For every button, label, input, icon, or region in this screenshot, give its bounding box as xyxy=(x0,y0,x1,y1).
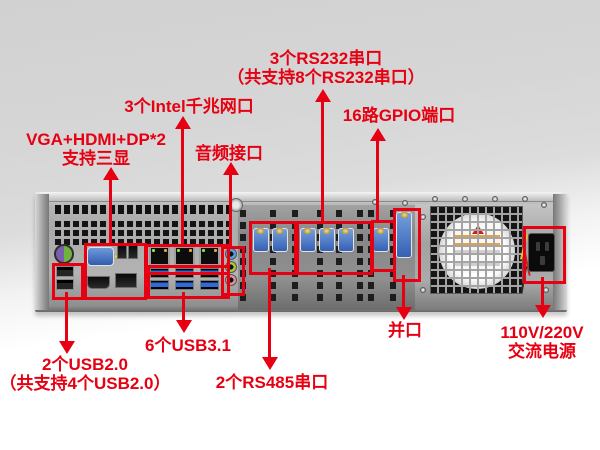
annotation-line-parallel xyxy=(402,275,405,308)
rs232-serial-port xyxy=(318,228,335,266)
ac-power-inlet xyxy=(528,233,555,272)
label-line: 110V/220V xyxy=(500,323,584,342)
label-line: 6个USB3.1 xyxy=(145,336,231,355)
screw xyxy=(541,202,547,208)
vent-dash-row xyxy=(55,205,231,214)
annotation-box-power xyxy=(523,226,566,284)
label-gpio-port: 16路GPIO端口 xyxy=(343,106,455,125)
label-lan-ports: 3个Intel千兆网口 xyxy=(124,97,253,116)
label-rs485-ports: 2个RS485串口 xyxy=(216,373,328,392)
annotation-line-display xyxy=(109,179,112,243)
label-parallel-port: 并口 xyxy=(388,321,422,340)
usb3-port xyxy=(150,280,169,290)
arrow-up-icon xyxy=(103,167,119,180)
annotation-box-audio xyxy=(221,246,245,296)
slot-vent xyxy=(270,210,276,306)
label-usb3-ports: 6个USB3.1 xyxy=(145,336,231,355)
gpio-port xyxy=(372,228,389,266)
label-ac-power: 110V/220V 交流电源 xyxy=(500,323,583,361)
label-line: 并口 xyxy=(388,321,422,340)
arrow-down-icon xyxy=(396,307,412,320)
annotation-box-rs485 xyxy=(249,221,297,275)
label-line: 2个USB2.0 xyxy=(42,355,128,374)
label-line: 音频接口 xyxy=(195,144,263,163)
screw xyxy=(492,196,498,202)
label-line: 支持三显 xyxy=(61,149,130,168)
annotation-box-usb3 xyxy=(147,265,230,299)
annotation-box-display xyxy=(84,243,147,300)
arrow-up-icon xyxy=(315,89,331,102)
parallel-port xyxy=(395,212,413,274)
label-usb2-ports: 2个USB2.0 （共支持4个USB2.0） xyxy=(0,355,170,393)
label-line: 交流电源 xyxy=(507,342,576,361)
chassis-left-wall xyxy=(35,194,49,310)
chassis-top-flange xyxy=(40,192,562,202)
arrow-up-icon xyxy=(223,162,239,175)
arrow-down-icon xyxy=(535,305,551,318)
screw xyxy=(462,196,468,202)
annotation-line-rs232 xyxy=(321,101,324,221)
usb2-port xyxy=(56,279,74,290)
annotation-line-rs485 xyxy=(268,268,271,358)
screw xyxy=(432,196,438,202)
usb3-port xyxy=(175,280,194,290)
arrow-down-icon xyxy=(262,357,278,370)
usb3-port xyxy=(200,280,219,290)
annotation-line-audio xyxy=(229,174,232,246)
annotation-box-lan xyxy=(145,244,230,275)
arrow-up-icon xyxy=(370,128,386,141)
slot-vent xyxy=(317,210,323,306)
label-rs232-ports: 3个RS232串口 （共支持8个RS232串口） xyxy=(227,49,424,87)
label-line: 3个RS232串口 xyxy=(269,49,383,68)
rs485-serial-port xyxy=(271,228,288,266)
label-line: 16路GPIO端口 xyxy=(342,106,456,125)
usb2-port xyxy=(56,266,74,277)
rs232-serial-port xyxy=(337,228,354,266)
label-line: 2个RS485串口 xyxy=(215,373,329,392)
screw xyxy=(402,200,408,206)
slot-vent xyxy=(357,210,363,306)
slot-vent xyxy=(336,210,342,306)
label-line: （共支持4个USB2.0） xyxy=(0,374,171,393)
grille-mesh xyxy=(431,207,522,293)
ethernet-port xyxy=(174,246,195,266)
screw xyxy=(522,196,528,202)
annotation-line-power xyxy=(541,277,544,306)
rs232-serial-port xyxy=(299,228,316,266)
annotation-line-usb2 xyxy=(65,292,68,342)
annotation-line-usb3 xyxy=(182,292,185,321)
label-line: （共支持8个RS232串口） xyxy=(227,68,425,87)
annotation-line-gpio xyxy=(376,140,379,220)
psu-fan-grille xyxy=(430,206,523,294)
arrow-down-icon xyxy=(59,341,75,354)
label-line: VGA+HDMI+DP*2 xyxy=(26,130,166,149)
vent-grid xyxy=(55,218,235,245)
ps2-port xyxy=(54,244,74,264)
hdmi-port xyxy=(87,276,110,289)
arrow-up-icon xyxy=(175,116,191,129)
annotation-box-parallel xyxy=(393,208,421,282)
label-display-ports: VGA+HDMI+DP*2 支持三显 xyxy=(26,130,166,168)
rs485-serial-port xyxy=(252,228,269,266)
annotation-line-lan xyxy=(181,128,184,244)
annotation-box-usb2 xyxy=(52,263,84,300)
arrow-down-icon xyxy=(176,320,192,333)
label-audio-ports: 音频接口 xyxy=(195,144,263,163)
screw xyxy=(420,287,426,293)
displayport xyxy=(115,273,137,288)
label-line: 3个Intel千兆网口 xyxy=(124,97,254,116)
annotation-box-rs232 xyxy=(296,221,373,275)
